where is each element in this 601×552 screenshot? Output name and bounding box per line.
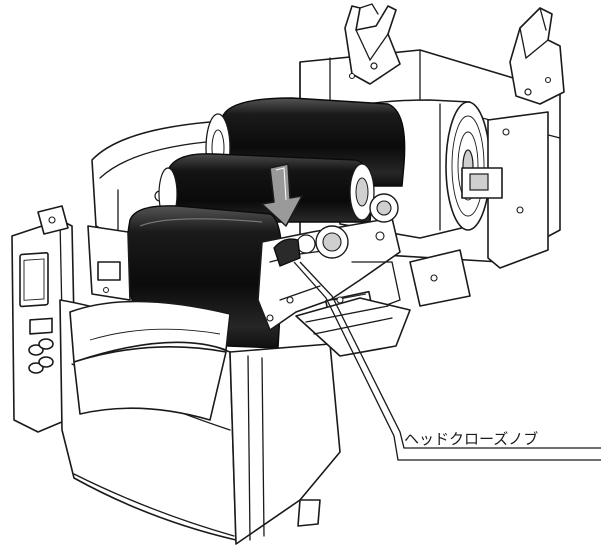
platen-area [295,249,471,357]
roll-holder-frame [461,111,549,269]
left-frame-edge [87,225,131,301]
label-paper [69,300,231,421]
callout-label: ヘッドクローズノブ [404,430,538,448]
right-hinge-arm [509,7,565,105]
down-arrow-icon [261,163,303,227]
head-close-knob [273,238,301,267]
left-hinge-arm [344,3,401,85]
callout-leader [293,261,601,461]
